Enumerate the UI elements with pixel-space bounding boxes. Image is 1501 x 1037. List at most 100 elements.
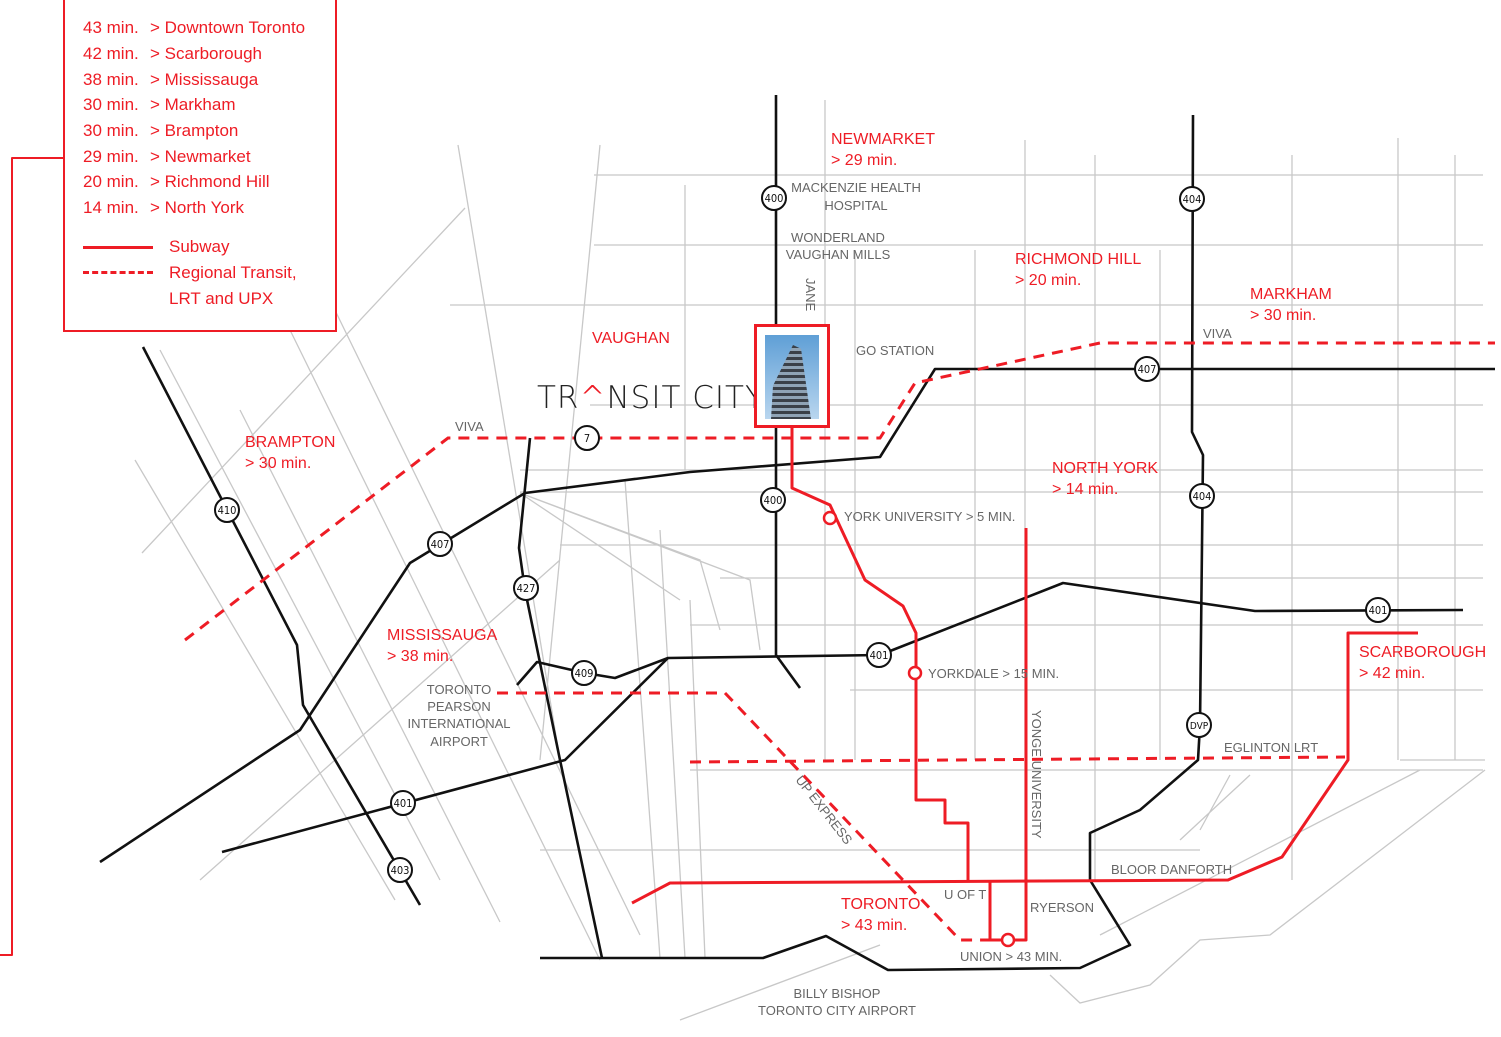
map-label: GO STATION: [856, 343, 934, 358]
map-label: UP EXPRESS: [793, 773, 856, 848]
shield-427: 427: [513, 575, 539, 601]
legend-row: 42 min.> Scarborough: [83, 44, 262, 63]
map-label: VIVA: [1203, 326, 1232, 341]
legend-connector: [0, 157, 63, 956]
shield-400: 400: [760, 487, 786, 513]
map-feature: [574, 425, 600, 451]
building-photo-marker: [754, 324, 830, 428]
map-label: 400: [764, 494, 783, 507]
highway-400: [774, 95, 802, 689]
regional-transit-swatch: [83, 271, 153, 274]
map-feature: [571, 660, 597, 686]
map-label: 404: [1193, 490, 1212, 503]
map-label: U OF T: [944, 887, 986, 902]
map-label: JANE: [803, 278, 818, 312]
map-label: > 42 min.: [1359, 665, 1425, 682]
map-label: WONDERLAND: [791, 230, 885, 245]
subway-line-swatch: [83, 246, 153, 249]
map-feature: [1189, 483, 1215, 509]
legend-row: 30 min.> Markham: [83, 95, 236, 114]
map-label: 403: [391, 864, 410, 877]
yorkdale-station: [907, 665, 923, 681]
york-university-station: [822, 510, 838, 526]
viva-line: [184, 341, 1495, 642]
map-feature: [1179, 186, 1205, 212]
local-roads: [134, 100, 1486, 1021]
map-label: > 29 min.: [831, 152, 897, 169]
map-feature: [1365, 597, 1391, 623]
scarborough-label: SCARBOROUGH: [1359, 644, 1486, 661]
map-feature: [1134, 356, 1160, 382]
regional-legend-label: Regional Transit,: [169, 263, 297, 282]
map-feature: [760, 487, 786, 513]
map-label: 401: [394, 797, 413, 810]
map-feature: [134, 100, 1486, 1021]
shield-407: 407: [1134, 356, 1160, 382]
map-label: 401: [1369, 604, 1388, 617]
map-feature: [513, 575, 539, 601]
line1-spadina: [790, 428, 970, 880]
highway-407: [99, 367, 1495, 864]
map-label: RYERSON: [1030, 900, 1094, 915]
map-label: UNION > 43 MIN.: [960, 949, 1062, 964]
subway-lines: [0, 157, 1418, 956]
toronto-label: TORONTO: [841, 896, 920, 913]
line1-yonge: [988, 528, 1028, 942]
map-label: 400: [765, 192, 784, 205]
map-feature: [761, 185, 787, 211]
map-label: BLOOR DANFORTH: [1111, 862, 1232, 877]
shield-404: 404: [1179, 186, 1205, 212]
brampton-label: BRAMPTON: [245, 434, 335, 451]
map-label: 407: [1138, 363, 1157, 376]
map-label: AIRPORT: [430, 734, 488, 749]
map-label: 407: [431, 538, 450, 551]
map-label: > 38 min.: [387, 648, 453, 665]
map-label: 410: [218, 504, 237, 517]
map-feature: [1186, 712, 1212, 738]
map-label: > 14 min.: [1052, 481, 1118, 498]
map-label: VIVA: [455, 419, 484, 434]
map-label: 7: [584, 432, 590, 445]
map-label: YORKDALE > 15 MIN.: [928, 666, 1059, 681]
map-label: EGLINTON LRT: [1224, 740, 1318, 755]
regional-transit-lines: [184, 341, 1495, 942]
eglinton-lrt: [689, 755, 1346, 764]
shield-7: 7: [574, 425, 600, 451]
map-label: 401: [870, 649, 889, 662]
regional-legend-label-2: LRT and UPX: [169, 289, 274, 308]
map-label: MACKENZIE HEALTH: [791, 180, 921, 195]
union-station: [1000, 932, 1016, 948]
map-label: VAUGHAN MILLS: [786, 247, 891, 262]
north-york-label: NORTH YORK: [1052, 460, 1158, 477]
legend-row: 38 min.> Mississauga: [83, 70, 259, 89]
vaughan-label: VAUGHAN: [592, 330, 670, 347]
map-label: > 30 min.: [1250, 307, 1316, 324]
map-label: DVP: [1190, 721, 1209, 732]
mississauga-label: MISSISSAUGA: [387, 627, 498, 644]
map-label: 427: [517, 582, 536, 595]
map-label: INTERNATIONAL: [407, 716, 510, 731]
transit-city-logo: TR^NSIT CITY: [537, 380, 765, 416]
map-label: YONGE UNIVERSITY: [1029, 710, 1044, 839]
map-feature: [390, 790, 416, 816]
map-label: 409: [575, 667, 594, 680]
shield-404: 404: [1189, 483, 1215, 509]
city-labels: NEWMARKET > 29 min. RICHMOND HILL > 20 m…: [245, 131, 1486, 934]
markham-label: MARKHAM: [1250, 286, 1332, 303]
shield-401: 401: [866, 642, 892, 668]
map-feature: [427, 531, 453, 557]
map-label: > 43 min.: [841, 917, 907, 934]
up-express-line: [497, 691, 990, 942]
map-label: BILLY BISHOP: [794, 986, 881, 1001]
highway-shields: 400 400 404 404 407 407 7 410 427 409 40…: [214, 185, 1391, 883]
map-feature: [387, 857, 413, 883]
tower-image: [765, 335, 819, 419]
map-feature: [214, 497, 240, 523]
map-label: HOSPITAL: [824, 198, 887, 213]
shield-410: 410: [214, 497, 240, 523]
legend-row: 20 min.> Richmond Hill: [83, 172, 270, 191]
map-label: > 20 min.: [1015, 272, 1081, 289]
legend-row: 14 min.> North York: [83, 198, 245, 217]
subway-legend-label: Subway: [169, 237, 230, 256]
